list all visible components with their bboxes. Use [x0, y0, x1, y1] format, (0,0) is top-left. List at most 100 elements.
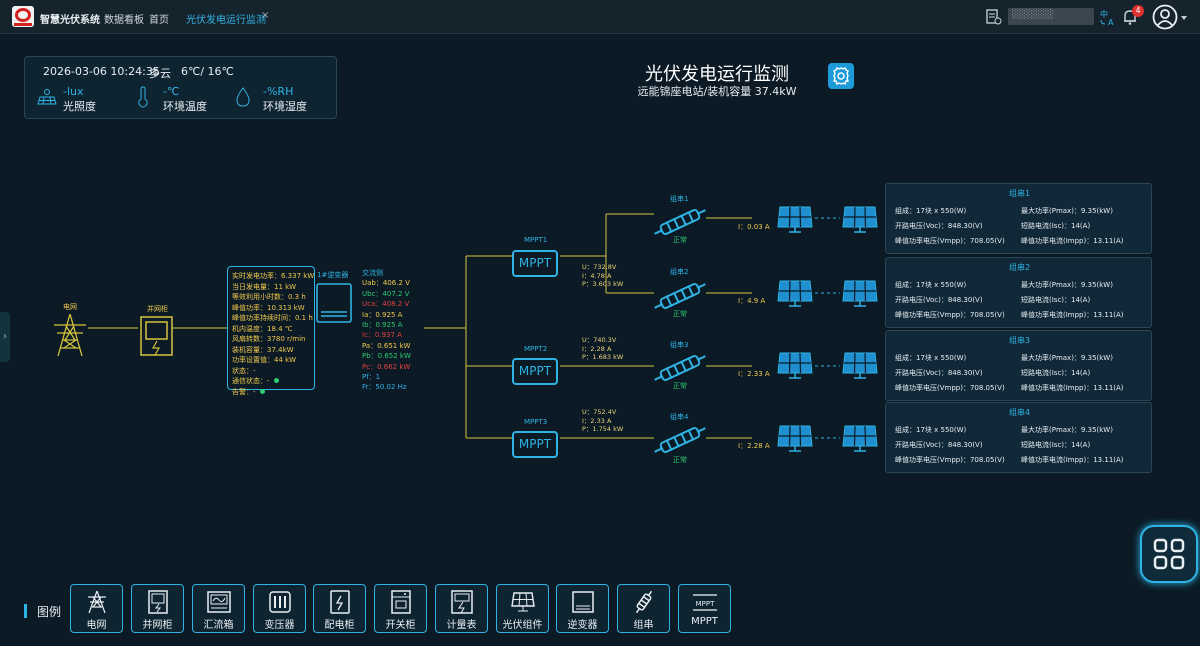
legend-item-transformer[interactable]: 变压器	[253, 584, 306, 633]
mppt2-current: I：2.28 A	[582, 344, 612, 353]
panel-config: 组成：17块 x 550(W)	[895, 426, 967, 434]
nav-home[interactable]: 首页	[149, 15, 169, 26]
comm-status-dot	[273, 378, 279, 383]
lux-value: -lux	[63, 85, 84, 98]
info-capacity: 装机容量：37.4kW	[232, 345, 294, 354]
lux-label: 光照度	[63, 100, 96, 113]
panel-pmax: 最大功率(Pmax)：9.35(kW)	[1021, 426, 1113, 434]
string3-label: 组串3	[670, 341, 689, 349]
panel-isc: 短路电流(Isc)：14(A)	[1021, 441, 1091, 449]
ac-side-row: Ic：0.937 A	[362, 331, 402, 340]
panel-title: 组串3	[1008, 336, 1031, 345]
app-name: 智慧光伏系统	[40, 15, 100, 26]
info-status: 状态：-	[232, 366, 256, 375]
info-peak-duration: 峰值功率持续时间：0.1 h	[232, 314, 313, 322]
panel-dash-lines	[815, 217, 840, 439]
legend-label: 开关柜	[385, 620, 416, 631]
grid-menu-icon	[1153, 538, 1185, 570]
mppt3-voltage: U：752.4V	[582, 408, 617, 416]
legend-item-string[interactable]: 组串	[617, 584, 670, 633]
string4-current: I：2.28 A	[738, 442, 770, 450]
legend-item-switch-cabinet[interactable]: 开关柜	[374, 584, 427, 633]
info-power: 实时发电功率：6.337 kW	[232, 272, 315, 280]
power-tower-icon	[54, 313, 86, 357]
panel-vmpp: 峰值功率电压(Vmpp)：708.05(V)	[895, 311, 1005, 319]
panel-vmpp: 峰值功率电压(Vmpp)：708.05(V)	[895, 456, 1005, 464]
panel-title: 组串4	[1008, 408, 1031, 417]
legend-label: 光伏组件	[502, 620, 543, 631]
avatar[interactable]	[1152, 4, 1178, 30]
legend-marker	[24, 604, 27, 618]
legend-item-solar-panel[interactable]: 光伏组件	[496, 584, 549, 633]
temperature-range: 6℃/ 16℃	[181, 65, 234, 78]
legend-label: 汇流箱	[203, 620, 234, 631]
legend-item-meter[interactable]: 计量表	[435, 584, 488, 633]
grid-cabinet-icon	[140, 316, 173, 356]
grid-label: 电网	[63, 303, 77, 311]
info-alarm: 告警：-	[232, 387, 256, 396]
user-search-input[interactable]: ░░░░░░	[1008, 8, 1094, 25]
combiner-box-icon	[207, 591, 231, 613]
info-equivalent-hours: 等效利用小时数：0.3 h	[232, 293, 306, 301]
string1-panel: 组串1 组成：17块 x 550(W) 最大功率(Pmax)：9.35(kW) …	[885, 183, 1152, 254]
panel-impp: 峰值功率电流(Impp)：13.11(A)	[1021, 456, 1124, 464]
string1-current: I：0.03 A	[738, 223, 770, 231]
legend-label: 电网	[86, 620, 107, 631]
ac-side-row: Pa：0.651 kW	[362, 341, 411, 350]
chevron-down-icon[interactable]	[1180, 14, 1188, 22]
tab-pv-monitoring[interactable]: 光伏发电运行监测	[186, 15, 266, 26]
grid-cabinet-icon	[148, 590, 168, 614]
string-icon	[654, 283, 706, 309]
settings-button[interactable]	[828, 63, 854, 89]
ac-side-row: Pc：0.662 kW	[362, 362, 411, 371]
solar-panel-icon	[842, 280, 878, 307]
sidebar-toggle-button[interactable]: ›	[0, 312, 10, 362]
tab-close-icon[interactable]: ×	[261, 10, 270, 21]
string-icons	[654, 209, 706, 453]
svg-text:中: 中	[1100, 9, 1108, 19]
info-power-setting: 功率设置值：44 kW	[232, 356, 297, 364]
power-tower-icon	[88, 590, 106, 614]
alarm-status-dot	[259, 388, 265, 394]
app-menu-button[interactable]	[1140, 525, 1198, 583]
panel-voc: 开路电压(Voc)：848.30(V)	[895, 441, 983, 449]
mppt1-box[interactable]: MPPT	[512, 250, 558, 277]
mppt2-power: P：1.683 kW	[582, 353, 624, 361]
gear-icon	[833, 67, 849, 85]
solar-panel-icon	[842, 352, 878, 379]
document-icon[interactable]	[984, 8, 1002, 26]
legend-item-grid-cabinet[interactable]: 并网柜	[131, 584, 184, 633]
string-icon	[654, 209, 706, 235]
ac-side-row: Uab：406.2 V	[362, 279, 410, 288]
svg-text:MPPT: MPPT	[696, 600, 715, 608]
legend-item-grid[interactable]: 电网	[70, 584, 123, 633]
translate-icon[interactable]: 中 A	[1099, 8, 1117, 26]
mppt2-voltage: U：740.3V	[582, 336, 617, 344]
svg-text:A: A	[1108, 18, 1114, 26]
nav-dashboard[interactable]: 数据看板	[104, 15, 144, 26]
page-subtitle: 远能锦座电站/装机容量 37.4kW	[637, 85, 797, 98]
ac-side-row: Ia：0.925 A	[362, 310, 403, 319]
info-comm-status: 通信状态：-	[232, 377, 270, 385]
top-bar: 智慧光伏系统 数据看板 首页 光伏发电运行监测 × ░░░░░░ 中 A 4	[0, 0, 1200, 34]
legend-item-combiner-box[interactable]: 汇流箱	[192, 584, 245, 633]
string-icon	[654, 355, 706, 381]
legend-item-mppt[interactable]: MPPT MPPT	[678, 584, 731, 633]
legend-item-distribution-cabinet[interactable]: 配电柜	[313, 584, 366, 633]
chevron-right-icon: ›	[3, 331, 7, 342]
mppt2-box[interactable]: MPPT	[512, 358, 558, 385]
info-peak-power: 峰值功率：10.313 kW	[232, 303, 305, 312]
distribution-cabinet-icon	[330, 590, 350, 614]
mppt3-box[interactable]: MPPT	[512, 431, 558, 458]
ac-side-row: Fr：50.02 Hz	[362, 383, 407, 392]
humidity-value: -%RH	[263, 85, 294, 98]
inverter-label: 1#逆变器	[317, 271, 349, 279]
solar-panel-icon	[777, 280, 813, 307]
string3-panel: 组串3 组成：17块 x 550(W) 最大功率(Pmax)：9.35(kW) …	[885, 330, 1152, 401]
solar-panel-icon	[777, 352, 813, 379]
meter-icon	[451, 590, 473, 614]
temperature-label: 环境温度	[163, 100, 207, 113]
info-comm-status-row: 通信状态：-	[232, 376, 310, 387]
legend-label: 变压器	[264, 620, 295, 631]
legend-item-inverter[interactable]: 逆变器	[556, 584, 609, 633]
